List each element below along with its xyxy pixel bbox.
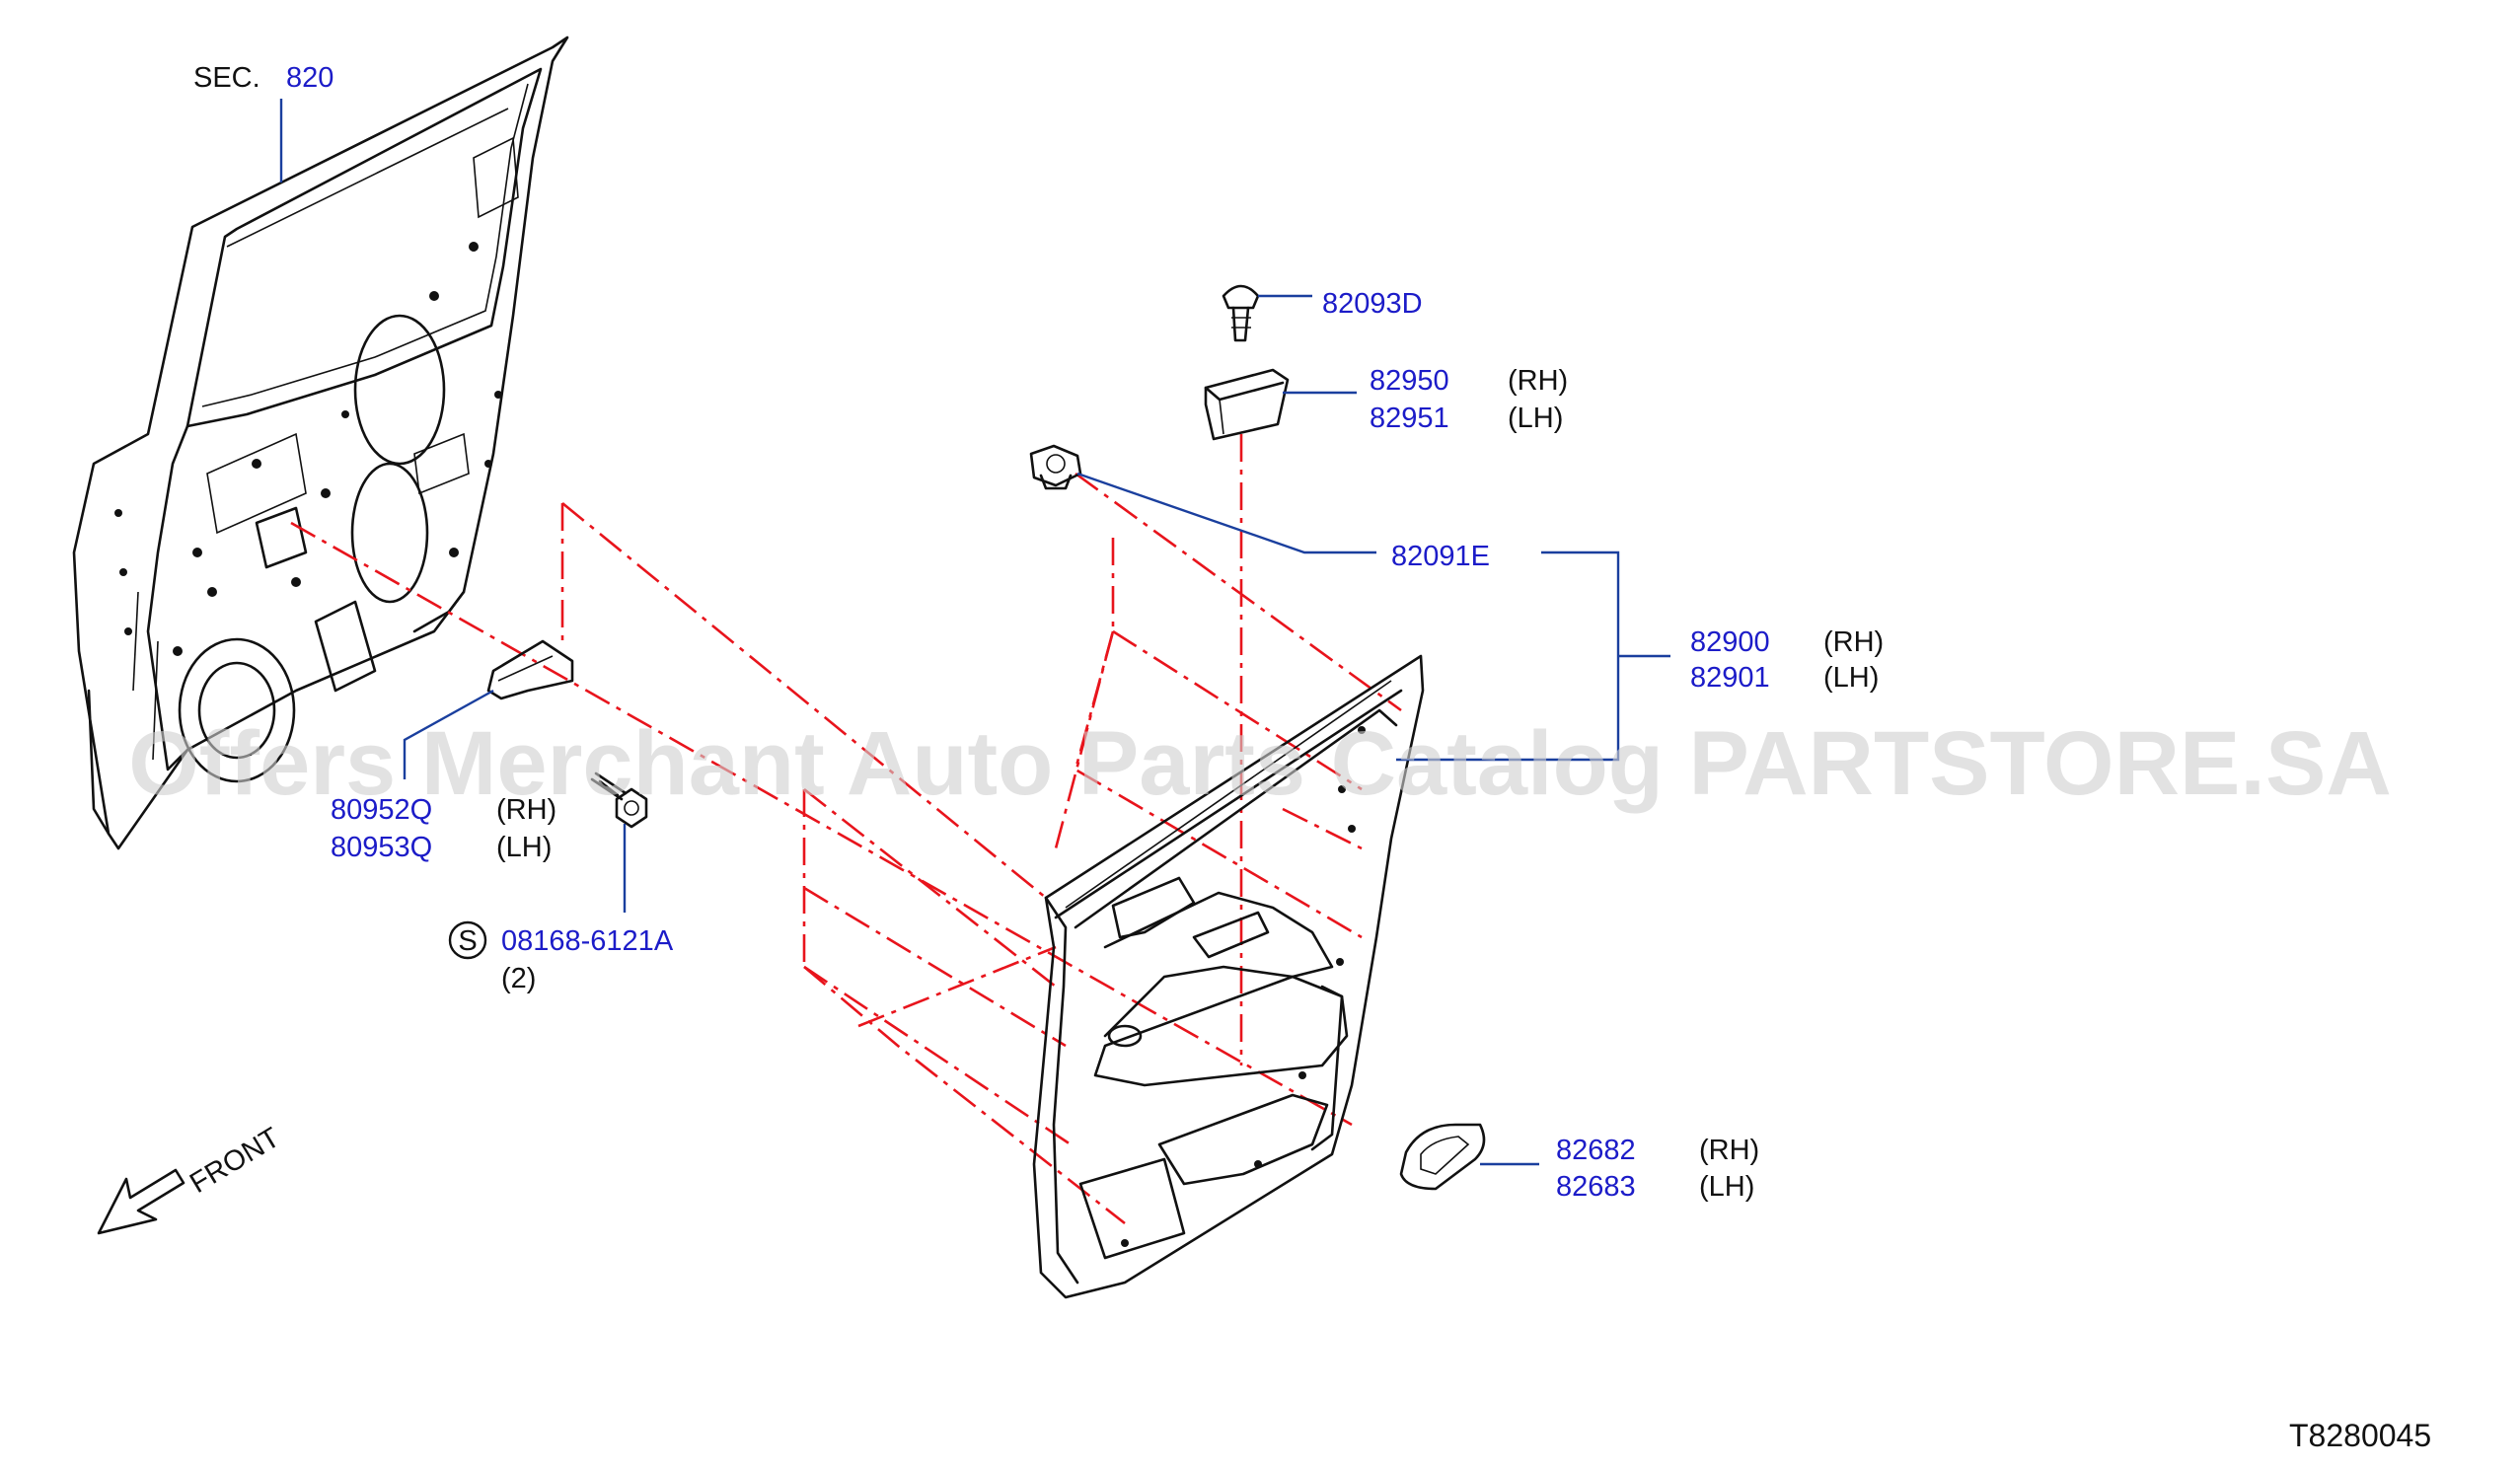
escutcheon-part [1399, 1123, 1486, 1191]
pocket-part [1204, 368, 1290, 441]
clip-82091E-part [1029, 444, 1082, 490]
part-qualifier-82951: (LH) [1508, 403, 1563, 434]
part-number-82900[interactable]: 82900 [1690, 626, 1770, 658]
leader-lines [279, 99, 1670, 1166]
part-number-82683[interactable]: 82683 [1556, 1171, 1636, 1203]
door-trim-panel [1032, 654, 1425, 1299]
part-number-82091E[interactable]: 82091E [1391, 541, 1490, 572]
part-number-80953Q[interactable]: 80953Q [331, 832, 432, 863]
part-number-82682[interactable]: 82682 [1556, 1135, 1636, 1166]
part-qualifier-82683: (LH) [1699, 1171, 1754, 1203]
part-qualifier-82900: (RH) [1823, 626, 1884, 658]
part-labels: SEC. 820 82093D 82950 (RH) 82951 (LH) 82… [193, 62, 1884, 1203]
part-number-82093D[interactable]: 82093D [1322, 288, 1423, 320]
assembly-lines [290, 434, 1402, 1225]
screw-part [590, 771, 648, 829]
part-number-08168-6121A[interactable]: 08168-6121A [501, 925, 674, 957]
sec-prefix: SEC. [193, 62, 260, 94]
part-quantity-08168-6121A: (2) [501, 963, 536, 994]
clip-82093D-part [1222, 284, 1260, 342]
diagram-code: T8280045 [2289, 1418, 2431, 1453]
standard-part-symbol: S [458, 925, 477, 957]
part-qualifier-82682: (RH) [1699, 1135, 1759, 1166]
watermark: Offers Merchant Auto Parts Catalog PARTS… [128, 713, 2392, 814]
part-qualifier-82901: (LH) [1823, 662, 1879, 694]
part-qualifier-80953Q: (LH) [496, 832, 552, 863]
part-number-80952Q[interactable]: 80952Q [331, 794, 432, 826]
part-number-82901[interactable]: 82901 [1690, 662, 1770, 694]
front-label: FRONT [185, 1122, 285, 1200]
part-number-82951[interactable]: 82951 [1370, 403, 1449, 434]
door-inner-panel [72, 36, 569, 850]
part-number-82950[interactable]: 82950 [1370, 365, 1449, 397]
bracket-part [486, 639, 574, 700]
part-qualifier-82950: (RH) [1508, 365, 1568, 397]
part-qualifier-80952Q: (RH) [496, 794, 556, 826]
standard-part-symbol-icon [448, 920, 487, 960]
front-indicator: FRONT [97, 1122, 285, 1235]
front-arrow-icon [97, 1168, 185, 1235]
sec-number[interactable]: 820 [286, 62, 334, 94]
